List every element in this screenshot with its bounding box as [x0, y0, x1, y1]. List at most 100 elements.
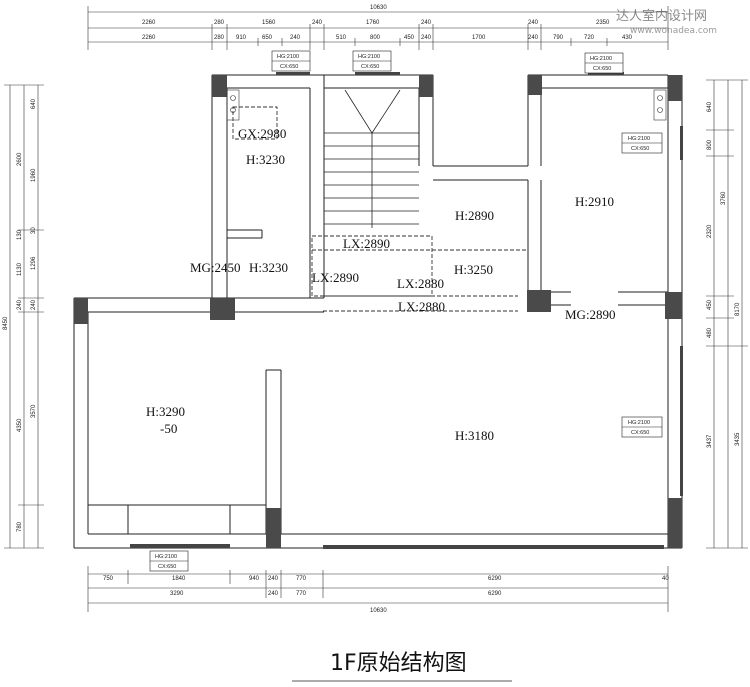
dim-label: 3437 — [707, 434, 713, 448]
dim-label: 240 — [31, 299, 37, 310]
label-lx2890-left: LX:2890 — [312, 270, 359, 285]
dim-label: 640 — [31, 98, 37, 109]
dim-label: 790 — [553, 35, 564, 41]
dim-label: 1840 — [172, 576, 186, 582]
window-hg: HG:2100 — [155, 554, 177, 560]
dim-label: 800 — [370, 35, 381, 41]
window-cx: CX:650 — [280, 64, 298, 70]
dim-label: 510 — [336, 35, 347, 41]
label-h2890: H:2890 — [455, 208, 494, 223]
dim-label: 4350 — [17, 418, 23, 432]
drawing-title: 1F原始结构图 — [330, 651, 467, 676]
sink-right — [653, 89, 667, 121]
dim-label: 240 — [312, 20, 323, 26]
window-cx: CX:650 — [593, 66, 611, 72]
window-cx: CX:650 — [631, 430, 649, 436]
watermark-url: www.wonadea.com — [630, 26, 717, 36]
window-hg: HG:2100 — [358, 54, 380, 60]
dim-label: 1560 — [262, 20, 276, 26]
dim-label: 280 — [214, 35, 225, 41]
columns — [74, 75, 682, 548]
window-glass — [130, 72, 683, 549]
dim-label: 1296 — [31, 256, 37, 270]
dim-label: 280 — [214, 20, 225, 26]
label-lx2880-mid: LX:2880 — [397, 276, 444, 291]
label-minus50: -50 — [160, 421, 177, 436]
dim-label: 240 — [528, 20, 539, 26]
dim-label: 240 — [421, 20, 432, 26]
dim-label: 1130 — [17, 262, 23, 276]
dim-bottom-row1: 750 1840 940 240 770 6290 40 — [103, 576, 669, 582]
dim-label: 2260 — [142, 20, 156, 26]
dim-right: 640 800 3760 2320 450 480 3437 8170 3435 — [707, 101, 741, 448]
dim-label: 3570 — [31, 404, 37, 418]
window-tag-2: HG:2100 CX:650 — [352, 50, 392, 72]
dim-label: 3290 — [170, 591, 184, 597]
dim-label: 1760 — [366, 20, 380, 26]
dim-bottom-row2: 3290 240 770 6290 — [170, 591, 502, 597]
dim-label: 2600 — [17, 152, 23, 166]
dim-label: 30 — [31, 227, 37, 234]
dim-label: 2320 — [707, 224, 713, 238]
dim-label: 750 — [103, 576, 114, 582]
dim-bottom-total: 10630 — [370, 608, 387, 614]
dim-label: 6290 — [488, 591, 502, 597]
dim-label: 8450 — [3, 316, 9, 330]
bottom-dimension-lines — [87, 566, 669, 612]
label-h3180: H:3180 — [455, 428, 494, 443]
dim-label: 650 — [262, 35, 273, 41]
watermark-cn: 达人室内设计网 — [616, 8, 707, 24]
window-cx: CX:650 — [631, 146, 649, 152]
dim-label: 240 — [421, 35, 432, 41]
stairs — [324, 89, 419, 228]
window-hg: HG:2100 — [628, 420, 650, 426]
right-dimension-lines — [706, 79, 748, 549]
dim-label: 450 — [404, 35, 415, 41]
dim-label: 1960 — [31, 168, 37, 182]
sink-left — [226, 89, 240, 121]
dim-left: 8450 2600 130 1130 240 4350 780 640 1960… — [3, 98, 37, 532]
top-dimension-lines — [87, 6, 669, 50]
dim-label: 780 — [17, 521, 23, 532]
dim-label: 8170 — [735, 302, 741, 316]
dim-top-total: 10630 — [370, 5, 387, 11]
window-cx: CX:650 — [158, 564, 176, 570]
label-lx2880-bottom: LX:2880 — [398, 299, 445, 314]
dim-label: 770 — [296, 576, 307, 582]
dim-label: 1700 — [472, 35, 486, 41]
dim-label: 720 — [584, 35, 595, 41]
dim-label: 640 — [707, 101, 713, 112]
label-h3230-upper: H:3230 — [246, 152, 285, 167]
dim-label: 770 — [296, 591, 307, 597]
beams — [232, 106, 528, 312]
dim-label: 3435 — [735, 432, 741, 446]
window-tag-1: HG:2100 CX:650 — [271, 50, 311, 72]
dim-label: 130 — [17, 229, 23, 240]
dim-label: 450 — [707, 299, 713, 310]
window-hg: HG:2100 — [628, 136, 650, 142]
dim-label: 910 — [236, 35, 247, 41]
label-h3250: H:3250 — [454, 262, 493, 277]
label-lx2890-top: LX:2890 — [343, 236, 390, 251]
label-h3290: H:3290 — [146, 404, 185, 419]
dim-label: 800 — [707, 139, 713, 150]
dim-label: 240 — [268, 591, 279, 597]
dim-top-row1: 2260 280 1560 240 1760 240 240 2350 — [142, 20, 610, 26]
label-gx: GX:2980 — [238, 126, 286, 141]
dim-label: 2260 — [142, 35, 156, 41]
dim-label: 6290 — [488, 576, 502, 582]
dim-label: 480 — [707, 327, 713, 338]
label-h2910: H:2910 — [575, 194, 614, 209]
dim-top-row2: 2260 280 910 650 240 510 800 450 240 170… — [142, 35, 633, 41]
dim-label: 2350 — [596, 20, 610, 26]
window-cx: CX:650 — [361, 64, 379, 70]
dim-label: 940 — [249, 576, 260, 582]
window-hg: HG:2100 — [590, 56, 612, 62]
label-mg2890: MG:2890 — [565, 307, 616, 322]
dim-label: 430 — [622, 35, 633, 41]
dim-label: 240 — [17, 299, 23, 310]
dim-label: 240 — [290, 35, 301, 41]
window-tag-5: HG:2100 CX:650 — [621, 416, 663, 438]
window-hg: HG:2100 — [277, 54, 299, 60]
